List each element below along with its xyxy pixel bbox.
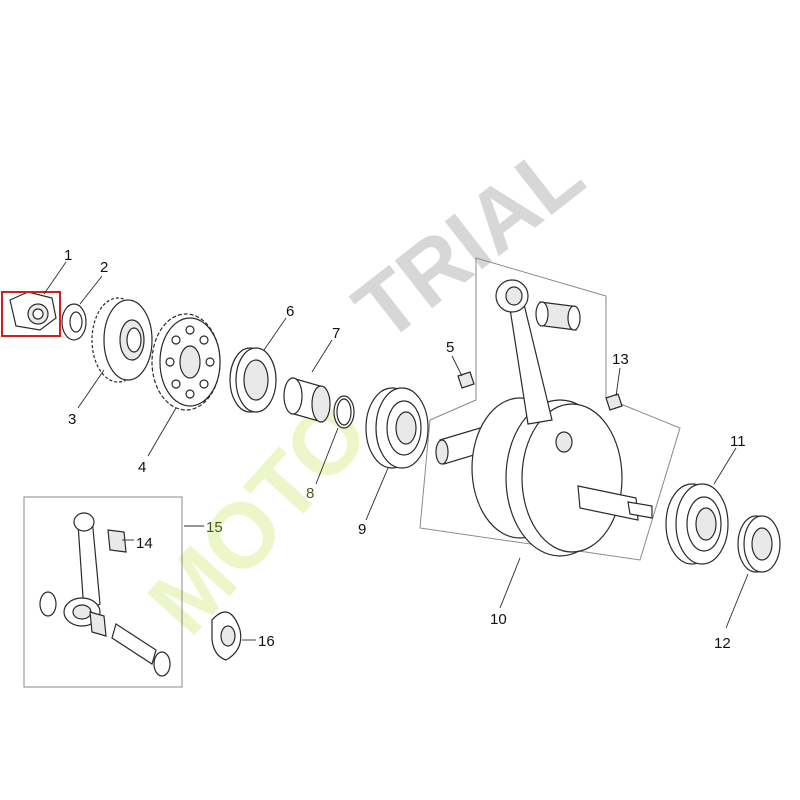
part-16-thrust-washer[interactable] [211,611,242,661]
callout-15[interactable]: 15 [206,519,223,536]
callout-2[interactable]: 2 [100,259,108,276]
callout-13[interactable]: 13 [612,351,629,368]
part-1-nut[interactable] [9,291,57,331]
part-4-timing-gear[interactable] [151,313,221,411]
part-10-crankshaft[interactable] [419,257,681,561]
callout-5[interactable]: 5 [446,339,454,356]
callout-9[interactable]: 9 [358,521,366,538]
part-1-highlight-box [1,291,61,337]
callout-3[interactable]: 3 [68,411,76,428]
part-11-bearing[interactable] [665,483,729,565]
part-7-bushing[interactable] [283,377,331,423]
part-13-key[interactable] [605,393,623,411]
callout-12[interactable]: 12 [714,635,731,652]
part-3-primary-gear[interactable] [91,297,153,383]
callout-10[interactable]: 10 [490,611,507,628]
callout-8[interactable]: 8 [306,485,314,502]
callout-4[interactable]: 4 [138,459,146,476]
part-6-oil-seal[interactable] [229,347,277,413]
callout-16[interactable]: 16 [258,633,275,650]
leader-lines [43,261,749,641]
callout-1[interactable]: 1 [64,247,72,264]
callout-14[interactable]: 14 [136,535,153,552]
callout-7[interactable]: 7 [332,325,340,342]
part-15-connecting-rod-kit[interactable] [23,496,183,688]
part-12-oil-seal[interactable] [737,515,781,573]
part-2-washer[interactable] [61,303,87,341]
callout-6[interactable]: 6 [286,303,294,320]
part-5-key[interactable] [457,371,475,389]
part-8-ring[interactable] [333,395,355,429]
callout-11[interactable]: 11 [730,433,746,450]
callout-labels: 1 2 3 4 5 6 7 8 9 10 11 12 13 14 15 16 [64,247,746,652]
part-9-bearing[interactable] [365,387,429,469]
